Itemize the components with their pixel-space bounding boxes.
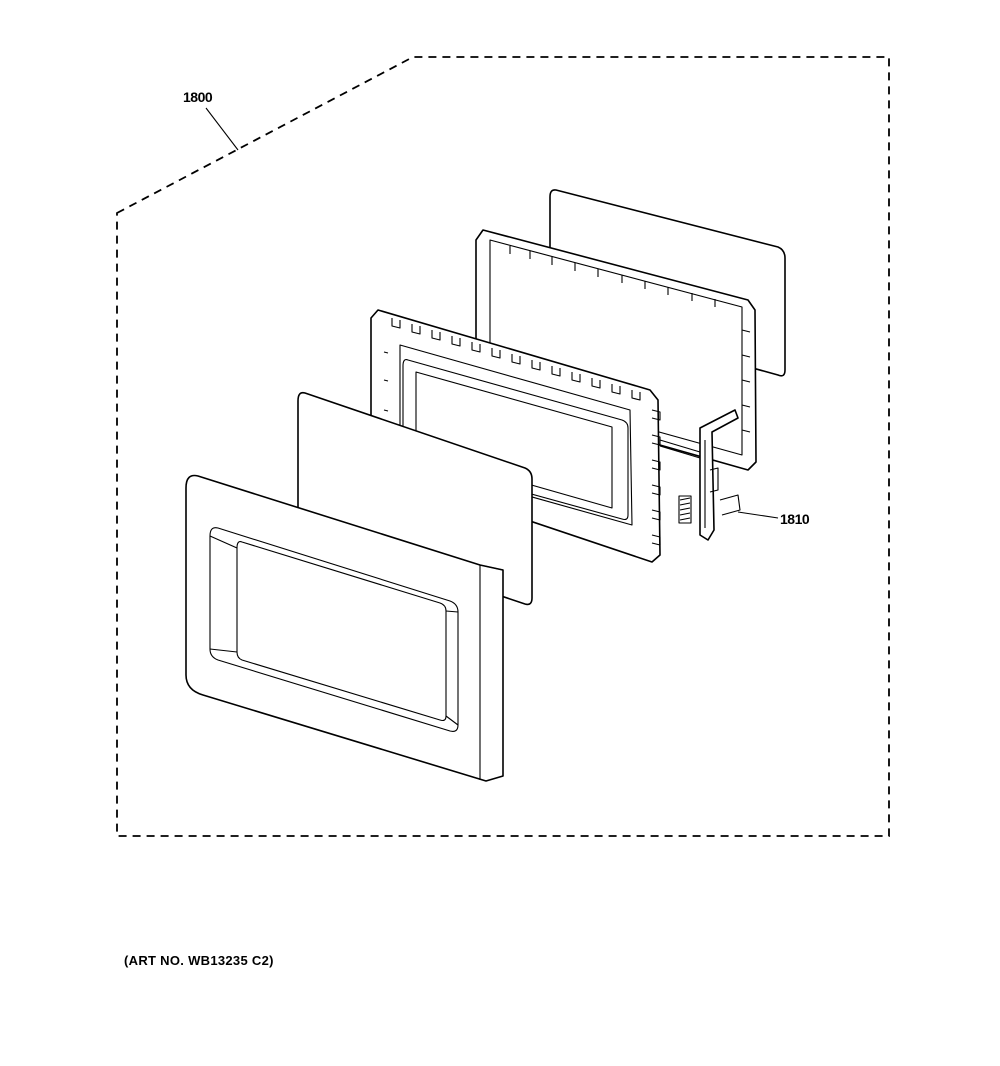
art-number-caption: (ART NO. WB13235 C2): [124, 953, 274, 968]
assembly-boundary-1800: [116, 56, 890, 837]
callout-leader-1810: [737, 511, 779, 519]
door-latch-assembly-1810: [659, 409, 741, 541]
outer-door-frame: [185, 474, 504, 782]
callout-label-1800: 1800: [183, 89, 213, 105]
callout-label-1810: 1810: [780, 511, 810, 527]
front-glass-panel: [297, 391, 533, 606]
callout-leader-1800: [205, 107, 239, 151]
main-door-panel: [370, 309, 661, 563]
